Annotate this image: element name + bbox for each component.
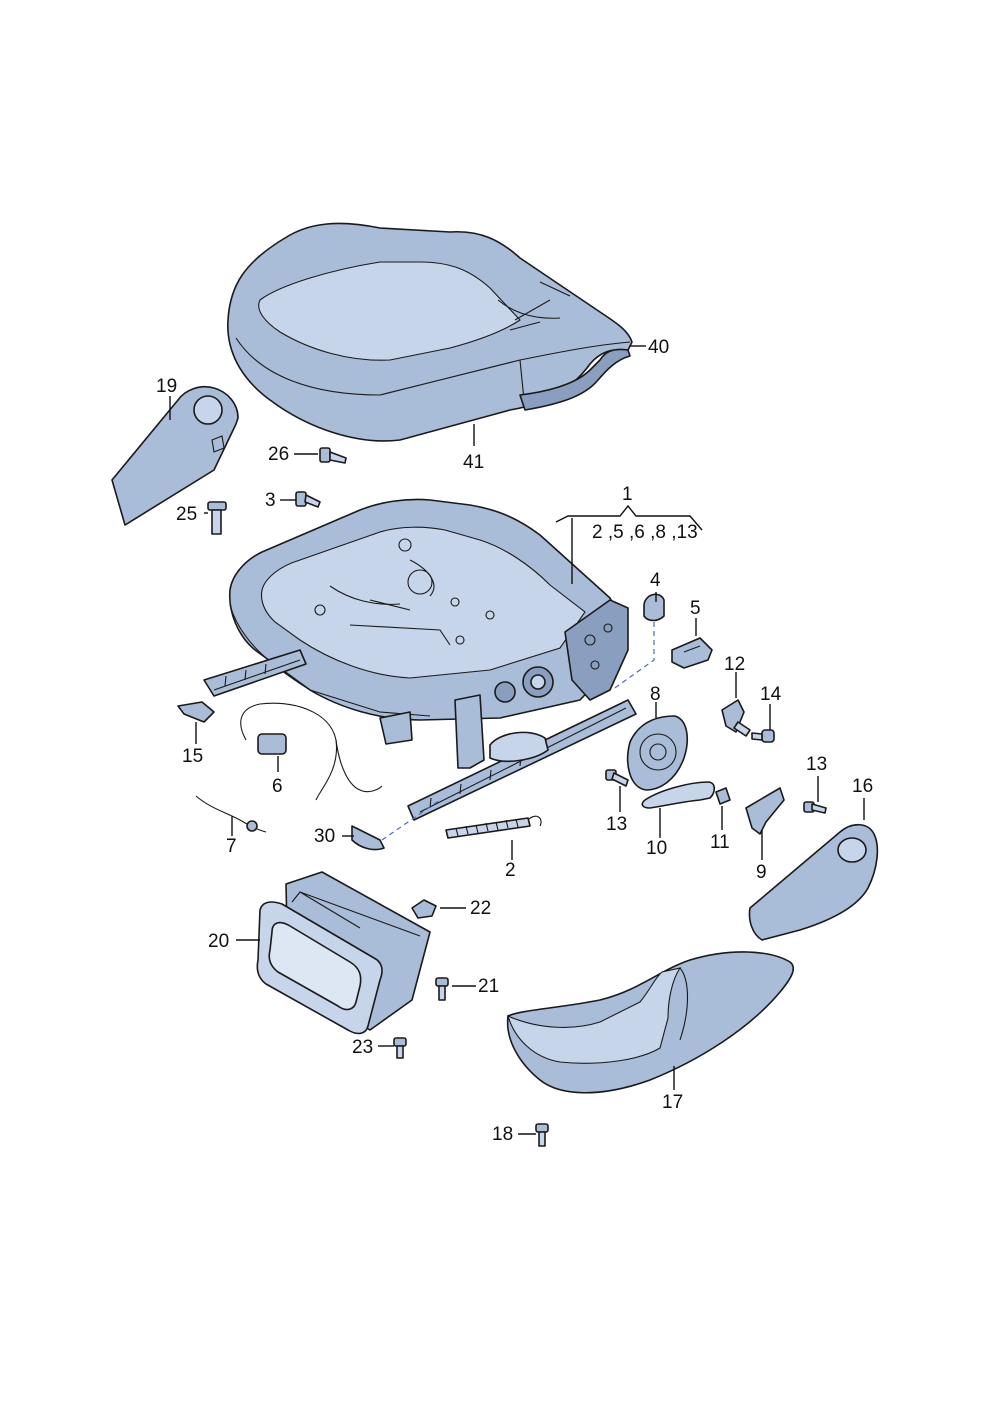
callout-13a: 13 [606,814,627,835]
bracket-12-part[interactable] [721,699,751,737]
callout-1: 1 [622,484,633,505]
callout-26: 26 [268,444,289,465]
callout-9: 9 [756,862,767,883]
cable-7-part[interactable] [195,795,267,833]
callout-25: 25 [176,504,197,525]
callout-4: 4 [650,570,661,591]
spring-2-part[interactable] [445,815,542,839]
callout-18: 18 [492,1124,513,1145]
callout-3: 3 [265,490,276,511]
callout-14: 14 [760,684,782,705]
lever-15-part[interactable] [177,701,215,723]
bolt-25-part[interactable] [207,501,227,535]
callout-16: 16 [852,776,873,797]
screw-3-part[interactable] [295,491,321,508]
callout-40: 40 [648,337,669,358]
screw-26-part[interactable] [319,447,347,464]
callout-10: 10 [646,838,667,859]
screw-14-part[interactable] [751,729,775,743]
cable-6-part[interactable] [240,702,383,801]
screw-23-part[interactable] [393,1037,407,1059]
callout-labels: 1 2 ,5 ,6 ,8 ,13 40 41 19 26 3 25 4 5 12… [156,337,873,1145]
clip-22-part[interactable] [411,899,437,919]
callout-13b: 13 [806,754,827,775]
knob-11-part[interactable] [715,787,731,805]
screw-21-part[interactable] [435,977,449,1001]
side-cover-17-part[interactable] [506,951,795,1094]
callout-7: 7 [226,836,237,857]
callout-15: 15 [182,746,203,767]
callout-11: 11 [710,832,730,853]
callout-17: 17 [662,1092,683,1113]
seat-cushion-part[interactable] [227,222,633,442]
lever-10-part[interactable] [641,781,716,809]
side-trim-right-part[interactable] [748,823,879,941]
callout-41: 41 [463,452,484,473]
storage-drawer-part[interactable] [256,871,431,1035]
clip-30-part[interactable] [351,825,385,851]
callout-21: 21 [478,976,499,997]
callout-19: 19 [156,376,177,397]
side-trim-left-part[interactable] [111,385,239,526]
callout-22: 22 [470,898,491,919]
callout-6: 6 [272,776,283,797]
clip-5-part[interactable] [671,637,713,669]
callout-30: 30 [314,826,335,847]
motor-8-part[interactable] [626,715,689,791]
leader-lines [169,345,865,1135]
callout-20: 20 [208,931,229,952]
callout-8: 8 [650,684,661,705]
screw-13a-part[interactable] [605,769,629,787]
callout-1-components: 2 ,5 ,6 ,8 ,13 [592,522,698,543]
screw-18-part[interactable] [535,1123,549,1147]
screw-13b-part[interactable] [803,801,827,814]
cap-nut-4-part[interactable] [643,593,665,622]
callout-2: 2 [505,860,516,881]
callout-23: 23 [352,1037,373,1058]
callout-12: 12 [724,654,745,675]
seat-frame-part[interactable] [203,498,637,821]
bracket-9-part[interactable] [745,787,785,835]
callout-5: 5 [690,598,701,619]
